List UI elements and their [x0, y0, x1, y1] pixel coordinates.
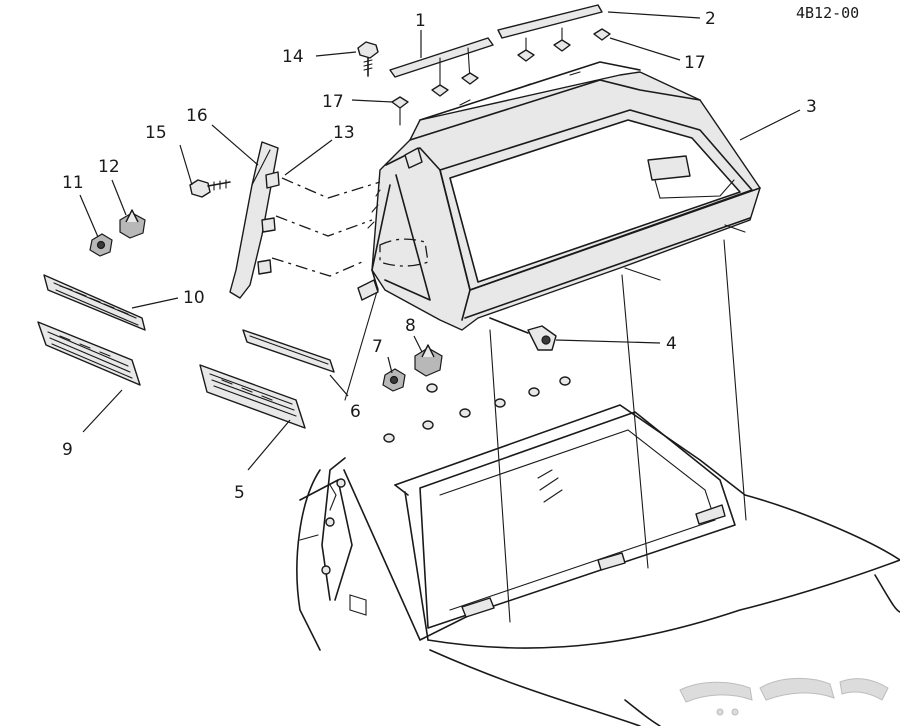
nut-11 [89, 233, 113, 257]
diagram-code: 4B12-00 [796, 4, 859, 22]
nameplate-10 [43, 274, 146, 331]
callout-12: 12 [98, 157, 120, 177]
callout-16: 16 [186, 106, 208, 126]
nut-7 [382, 368, 406, 392]
callout-9: 9 [62, 440, 73, 460]
grille-9 [37, 321, 141, 386]
vehicle-body [296, 404, 900, 726]
grille-5 [199, 364, 306, 429]
roof-pegs [383, 376, 571, 443]
callout-1: 1 [415, 11, 426, 31]
watermark-logo [679, 677, 889, 716]
callout-17-right: 17 [684, 53, 706, 73]
callout-7: 7 [372, 337, 383, 357]
dashed-leaders [271, 177, 381, 277]
callout-3: 3 [806, 97, 817, 117]
clip-8 [414, 344, 443, 377]
callout-leaders [79, 11, 801, 471]
strip-6 [242, 329, 335, 373]
callout-5: 5 [234, 483, 245, 503]
callout-15: 15 [145, 123, 167, 143]
hatch-frame [357, 61, 761, 331]
callout-10: 10 [183, 288, 205, 308]
molding-16 [229, 141, 280, 299]
callout-11: 11 [62, 173, 84, 193]
bolt-15 [189, 179, 231, 198]
callout-6: 6 [350, 402, 361, 422]
callout-14: 14 [282, 47, 304, 67]
alignment-lines [344, 239, 747, 623]
callout-4: 4 [666, 334, 677, 354]
callout-8: 8 [405, 316, 416, 336]
strip-2 [497, 4, 611, 62]
callout-13: 13 [333, 123, 355, 143]
callout-labels: 1 2 3 4 5 6 7 8 9 10 11 12 13 14 15 16 1… [62, 9, 817, 503]
clip-12 [119, 209, 146, 239]
callout-2: 2 [705, 9, 716, 29]
strip-1 [389, 37, 494, 97]
callout-17-left: 17 [322, 92, 344, 112]
clip-17-left [391, 96, 409, 126]
bolt-14 [357, 41, 379, 77]
fastener-4 [489, 317, 557, 351]
